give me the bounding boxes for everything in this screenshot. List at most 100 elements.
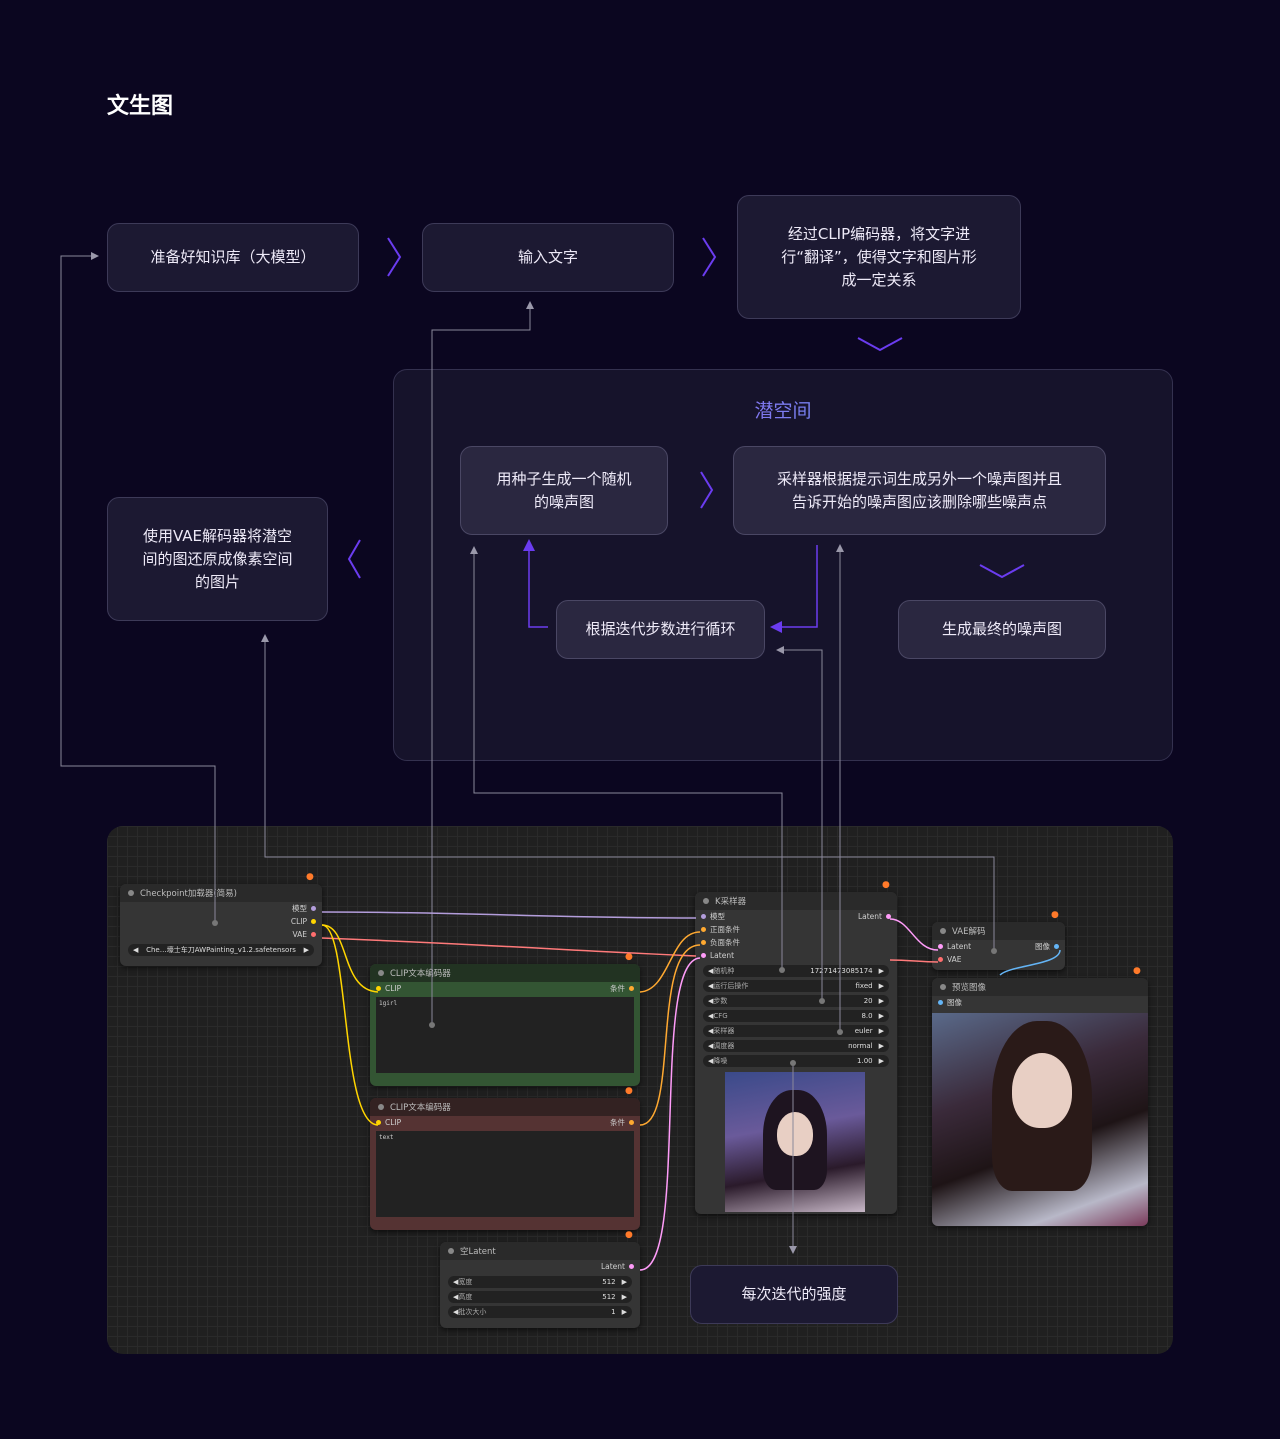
chevron-left-icon[interactable]: ◀ xyxy=(708,982,714,990)
checkpoint-node-title: Checkpoint加载器(简易) xyxy=(140,889,237,899)
chevron-left-icon[interactable]: ◀ xyxy=(708,1027,714,1035)
collapse-dot-icon[interactable] xyxy=(378,970,384,976)
chevron-left-icon[interactable]: ◀ xyxy=(708,1057,714,1065)
chevron-right-icon[interactable]: ▶ xyxy=(878,997,884,1005)
ksampler-output-port[interactable] xyxy=(886,914,891,919)
fox-badge-icon: ● xyxy=(306,872,314,882)
output-vae-port[interactable] xyxy=(311,932,316,937)
vae-decode-vae-port[interactable] xyxy=(938,957,943,962)
chevron-left-icon[interactable]: ◀ xyxy=(708,1012,714,1020)
collapse-dot-icon[interactable] xyxy=(128,890,134,896)
chevron-left-icon[interactable]: ◀ xyxy=(708,1042,714,1050)
output-clip-label: CLIP xyxy=(290,917,307,926)
chevron-left-icon[interactable]: ◀ xyxy=(708,997,714,1005)
ksampler-negative-port[interactable] xyxy=(701,940,706,945)
positive-prompt-textarea[interactable]: 1girl xyxy=(376,997,634,1073)
chevron-right-icon[interactable]: ▶ xyxy=(878,1012,884,1020)
chevron-right-icon[interactable]: ▶ xyxy=(621,1308,627,1316)
collapse-dot-icon[interactable] xyxy=(940,984,946,990)
vae-decode-title: VAE解码 xyxy=(952,927,986,937)
vae-decode-latent-port[interactable] xyxy=(938,944,943,949)
clip-positive-node[interactable]: CLIP文本编码器 CLIP 条件 1girl xyxy=(370,964,640,1086)
clip-negative-output-port[interactable] xyxy=(629,1120,634,1125)
clip-positive-output-port[interactable] xyxy=(629,986,634,991)
ksampler-positive-port[interactable] xyxy=(701,927,706,932)
chevron-right-icon[interactable]: ▶ xyxy=(878,982,884,990)
loop-box: 根据迭代步数进行循环 xyxy=(556,600,765,659)
collapse-dot-icon[interactable] xyxy=(940,928,946,934)
vae-decode-box: 使用VAE解码器将潜空间的图还原成像素空间的图片 xyxy=(107,497,328,621)
chevron-right-icon xyxy=(387,237,402,277)
fox-badge-icon: ● xyxy=(625,952,633,962)
chevron-left-icon[interactable]: ◀ xyxy=(453,1278,459,1286)
collapse-dot-icon[interactable] xyxy=(703,898,709,904)
latent-space-title: 潜空间 xyxy=(393,396,1173,423)
ksampler-preview-image xyxy=(725,1072,865,1212)
chevron-right-icon[interactable]: ▶ xyxy=(878,1057,884,1065)
chevron-left-icon[interactable]: ◀ xyxy=(708,967,714,975)
comfyui-canvas[interactable]: Checkpoint加载器(简易) 模型 CLIP VAE ◀ Che…壕士车刀… xyxy=(107,826,1173,1354)
preview-image-node[interactable]: 预览图像 图像 xyxy=(932,978,1148,1226)
latent-space-panel xyxy=(393,369,1173,761)
chevron-right-icon[interactable]: ▶ xyxy=(878,1027,884,1035)
vae-decode-node[interactable]: VAE解码 Latent 图像 VAE xyxy=(932,922,1065,970)
empty-latent-output-label: Latent xyxy=(600,1262,625,1271)
chevron-left-icon[interactable]: ◀ xyxy=(133,946,139,954)
fox-badge-icon: ● xyxy=(1051,910,1059,920)
clip-positive-input-port[interactable] xyxy=(376,986,381,991)
ksampler-model-port[interactable] xyxy=(701,914,706,919)
vae-decode-label: 使用VAE解码器将潜空间的图还原成像素空间的图片 xyxy=(142,526,293,591)
fox-badge-icon: ● xyxy=(882,880,890,890)
clip-negative-input-label: CLIP xyxy=(385,1118,402,1127)
empty-latent-title: 空Latent xyxy=(460,1247,496,1257)
ksampler-latent-port[interactable] xyxy=(701,953,706,958)
output-model-port[interactable] xyxy=(311,906,316,911)
clip-negative-output-label: 条件 xyxy=(610,1118,625,1127)
fox-badge-icon: ● xyxy=(1133,966,1141,976)
output-clip-port[interactable] xyxy=(311,919,316,924)
chevron-left-icon[interactable]: ◀ xyxy=(453,1308,459,1316)
fox-badge-icon: ● xyxy=(625,1086,633,1096)
step-clip-encode: 经过CLIP编码器，将文字进行“翻译”，使得文字和图片形成一定关系 xyxy=(737,195,1021,319)
step-input-text-label: 输入文字 xyxy=(517,248,578,266)
negative-prompt-textarea[interactable]: text xyxy=(376,1131,634,1217)
output-vae-label: VAE xyxy=(292,930,307,939)
step-clip-encode-label: 经过CLIP编码器，将文字进行“翻译”，使得文字和图片形成一定关系 xyxy=(781,224,977,289)
clip-negative-input-port[interactable] xyxy=(376,1120,381,1125)
checkpoint-node-header[interactable]: Checkpoint加载器(简易) xyxy=(120,884,322,902)
chevron-right-icon[interactable]: ▶ xyxy=(878,1042,884,1050)
final-noise-box: 生成最终的噪声图 xyxy=(898,600,1106,659)
chevron-right-icon[interactable]: ▶ xyxy=(878,967,884,975)
chevron-right-icon[interactable]: ▶ xyxy=(621,1278,627,1286)
page-title: 文生图 xyxy=(107,94,174,119)
final-noise-label: 生成最终的噪声图 xyxy=(941,620,1062,638)
chevron-left-icon[interactable]: ◀ xyxy=(453,1293,459,1301)
ckpt-name-value: Che…壕士车刀AWPainting_v1.2.safetensors xyxy=(146,946,296,954)
collapse-dot-icon[interactable] xyxy=(448,1248,454,1254)
preview-image-input-port[interactable] xyxy=(938,1000,943,1005)
vae-decode-output-port[interactable] xyxy=(1054,944,1059,949)
ckpt-name-select[interactable]: ◀ Che…壕士车刀AWPainting_v1.2.safetensors ▶ xyxy=(128,944,314,956)
clip-negative-title: CLIP文本编码器 xyxy=(390,1103,451,1113)
clip-negative-node[interactable]: CLIP文本编码器 CLIP 条件 text xyxy=(370,1098,640,1230)
collapse-dot-icon[interactable] xyxy=(378,1104,384,1110)
denoise-strength-label: 每次迭代的强度 xyxy=(741,1285,847,1303)
chevron-left-icon xyxy=(347,539,361,579)
chevron-right-icon[interactable]: ▶ xyxy=(621,1293,627,1301)
chevron-right-icon[interactable]: ▶ xyxy=(303,946,309,954)
empty-latent-output-port[interactable] xyxy=(629,1264,634,1269)
checkpoint-node[interactable]: Checkpoint加载器(简易) 模型 CLIP VAE ◀ Che…壕士车刀… xyxy=(120,884,322,966)
sampler-desc-label: 采样器根据提示词生成另外一个噪声图并且告诉开始的噪声图应该删除哪些噪声点 xyxy=(776,469,1062,511)
